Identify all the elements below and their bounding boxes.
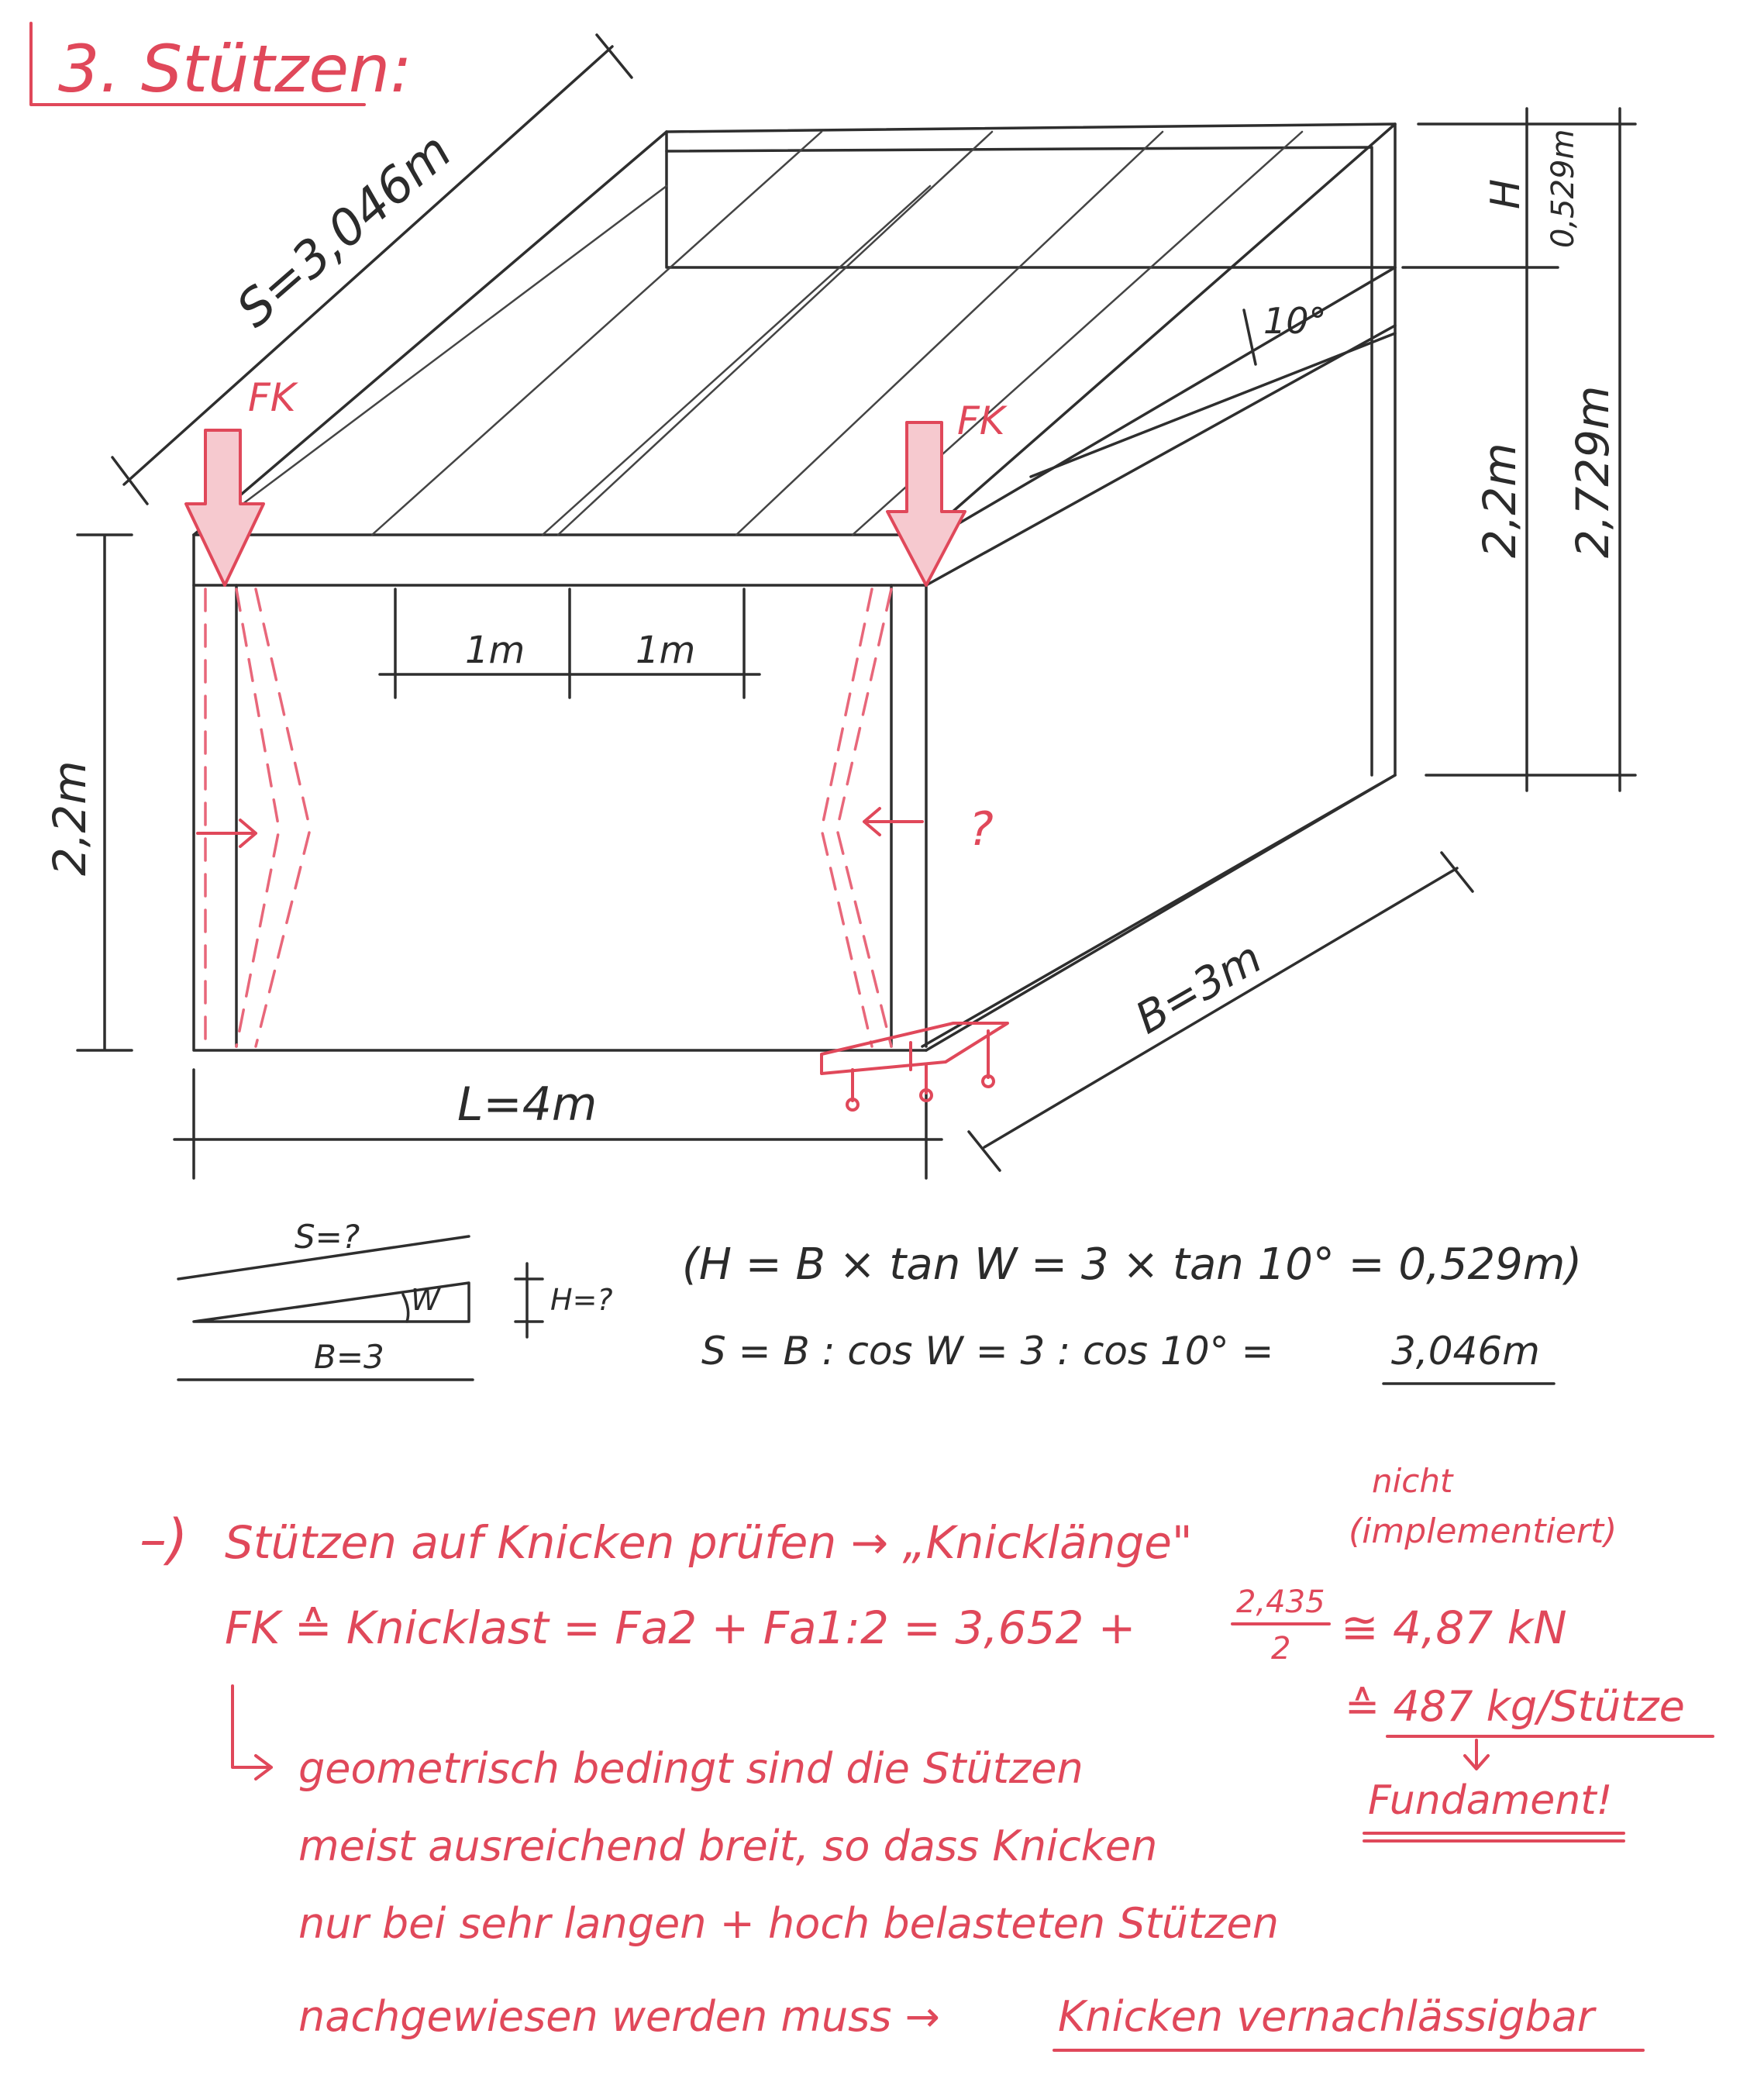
spacing-dimension (378, 588, 761, 699)
triangle-outline (192, 1281, 470, 1323)
angle-arc (1242, 309, 1257, 366)
buckling-shape-left (204, 588, 312, 1048)
back-top-beam (665, 122, 1397, 777)
formula-s-result: 3,046m (1391, 1329, 1540, 1374)
roof-right-edge (925, 122, 1397, 536)
spacing-label-1: 1m (465, 629, 525, 672)
width-label: B=3m (1128, 932, 1271, 1044)
note-line-1: Stützen auf Knicken prüfen → „Knicklänge… (225, 1516, 1193, 1569)
note-nicht: nicht (1372, 1462, 1454, 1500)
carport-structure (192, 122, 1397, 1052)
heading-block: 3. Stützen: (29, 22, 412, 107)
ground-side-line2 (921, 774, 1397, 1048)
formula-h: (H = B × tan W = 3 × tan 10° = 0,529m) (682, 1239, 1582, 1290)
note-corner-arrow (231, 1684, 273, 1780)
width-dimension (967, 851, 1474, 1172)
note-fundament: Fundament! (1368, 1777, 1612, 1824)
right-height-label: 2,2m (1473, 443, 1526, 558)
note-fundament-underline (1363, 1832, 1625, 1843)
note-line-2: FK ≙ Knicklast = Fa2 + Fa1:2 = 3,652 + (225, 1601, 1135, 1654)
angle-label: 10° (1263, 300, 1327, 342)
note-fraction-denominator: 2 (1271, 1631, 1290, 1667)
note-implementiert: (implementiert) (1349, 1512, 1617, 1551)
side-beam-top (925, 266, 1397, 544)
anchor-bolt-1 (846, 1098, 860, 1112)
note-fraction-numerator: 2,435 (1236, 1584, 1325, 1620)
force-arrow-left (184, 429, 265, 587)
total-height-label: 2,729m (1566, 385, 1619, 558)
note-line-7-conclusion: Knicken vernachlässigbar (1058, 1992, 1597, 2041)
top-offset-value: 0,529m (1545, 129, 1581, 248)
back-panel (665, 130, 1397, 269)
anchor-bolt-3 (981, 1074, 995, 1088)
top-offset-symbol: H (1483, 179, 1529, 209)
front-left-post-outline (192, 533, 928, 1052)
foundation-plate-outline (820, 1022, 1009, 1075)
note-line-4: geometrisch bedingt sind die Stützen (298, 1744, 1084, 1793)
note-line-7: nachgewiesen werden muss → (298, 1992, 940, 2041)
slope-dimension-line (122, 45, 614, 486)
right-height-dimensions (1525, 107, 1621, 792)
notes-block: –) Stützen auf Knicken prüfen → „Knicklä… (140, 1462, 1714, 2052)
slope-label: S=3,046m (226, 122, 463, 339)
side-beam (925, 324, 1397, 587)
front-beam (192, 533, 928, 1048)
triangle-h-label: H=? (550, 1283, 613, 1317)
heading-text: 3. Stützen: (58, 31, 412, 107)
note-line-5: meist ausreichend breit, so dass Knicken (298, 1822, 1157, 1870)
roof-glazing-lines (231, 130, 1304, 536)
deflection-arrow-right (863, 807, 924, 836)
formula-s: S = B : cos W = 3 : cos 10° = (701, 1329, 1273, 1374)
question-mark: ? (969, 802, 994, 857)
force-label-right: FK (957, 398, 1008, 443)
triangle-sketch: S=? W H=? B=3 (177, 1218, 613, 1381)
back-panel-inner (665, 146, 1373, 777)
note-line-2-result: ≅ 4,87 kN (1341, 1601, 1567, 1654)
heading-bracket (29, 22, 366, 106)
buckling-shape-right (820, 588, 893, 1048)
length-label: L=4m (457, 1077, 597, 1132)
foundation-anchors (851, 1029, 990, 1102)
deflection-arrow-left (196, 819, 257, 848)
left-height-dimension (76, 533, 133, 1052)
dimension-lines (76, 33, 1637, 1180)
side-brace (1029, 332, 1397, 478)
triangle-dimensions (177, 1235, 544, 1381)
slope-dimension-ticks (111, 33, 633, 505)
roof-left-edge (192, 130, 668, 536)
note-bullet: –) (140, 1508, 188, 1571)
triangle-s-label: S=? (295, 1218, 360, 1256)
spacing-label-2: 1m (636, 629, 695, 672)
triangle-b-label: B=3 (314, 1338, 384, 1376)
foundation-plate (820, 1022, 1009, 1112)
left-height-label: 2,2m (43, 760, 96, 876)
load-annotations (184, 421, 1009, 1112)
force-label-left: FK (248, 375, 299, 420)
note-line-3-result: ≙ 487 kg/Stütze (1345, 1682, 1685, 1731)
note-down-arrow (1463, 1739, 1490, 1770)
triangle-angle-arc (401, 1293, 410, 1323)
force-arrow-right (886, 421, 966, 587)
note-line-6: nur bei sehr langen + hoch belasteten St… (298, 1899, 1279, 1948)
triangle-w-label: W (411, 1283, 441, 1317)
anchor-bolt-2 (919, 1088, 933, 1102)
